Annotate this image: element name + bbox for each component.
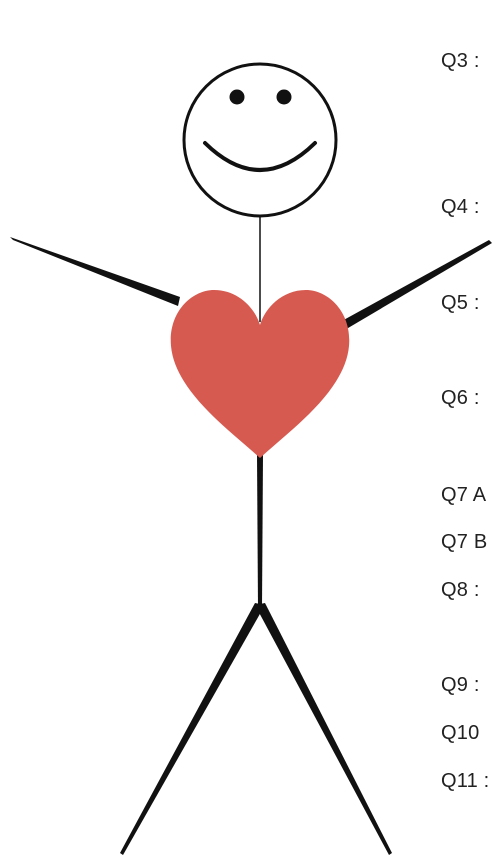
left-leg [120,603,265,855]
question-label-q4: Q4 : [441,197,480,217]
question-label-q9: Q9 : [441,675,480,695]
head-outline [184,64,336,216]
question-label-q11: Q11 : [441,771,489,791]
question-label-q8: Q8 : [441,580,480,600]
right-eye [277,90,292,105]
question-label-q7a: Q7 A [441,485,486,505]
right-leg [255,603,392,855]
torso-line [257,455,263,608]
question-label-q7b: Q7 B [441,532,487,552]
left-eye [230,90,245,105]
question-label-q6: Q6 : [441,388,480,408]
left-arm [10,237,180,306]
question-label-q5: Q5 : [441,293,480,313]
smiley-face-icon [184,64,336,216]
smile-mouth [205,143,315,170]
question-label-q3: Q3 : [441,51,480,71]
question-label-q10: Q10 [441,723,479,743]
right-arm [340,240,492,331]
